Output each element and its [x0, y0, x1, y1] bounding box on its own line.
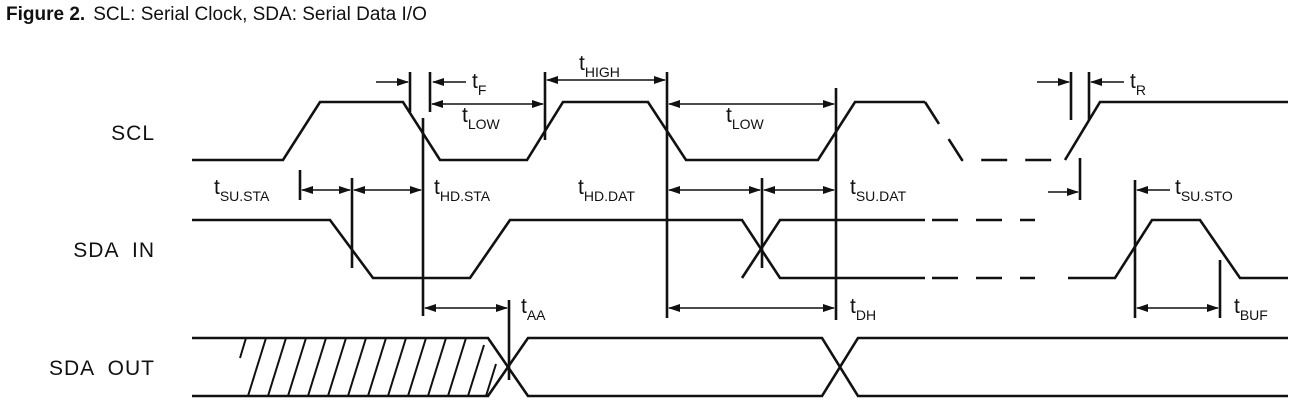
signal-label-sda-out: SDA OUT	[49, 357, 155, 380]
timing-arrows	[301, 76, 1219, 312]
signal-label-sda-in: SDA IN	[73, 239, 155, 262]
label-tdh: tDH	[850, 295, 876, 323]
label-tf: tF	[472, 70, 486, 98]
sda-in-waveform	[192, 218, 1288, 280]
label-tsu-sto: tSU.STO	[1175, 176, 1233, 204]
label-tr: tR	[1130, 70, 1146, 98]
label-thd-dat: tHD.DAT	[578, 176, 635, 204]
label-tsu-dat: tSU.DAT	[850, 176, 907, 204]
label-tlow-2: tLOW	[726, 104, 765, 132]
figure-caption: Figure 2. SCL: Serial Clock, SDA: Serial …	[6, 4, 427, 26]
figure-title: SCL: Serial Clock, SDA: Serial Data I/O	[93, 4, 427, 25]
figure-label: Figure 2.	[6, 4, 86, 25]
sda-out-waveform	[192, 336, 1288, 398]
label-thigh: tHIGH	[579, 52, 620, 80]
label-taa: tAA	[521, 295, 546, 323]
timing-labels: tF tHIGH tR tLOW tLOW tSU.STA tHD.STA tH…	[214, 52, 1268, 323]
timing-reference-lines	[298, 72, 1222, 380]
label-tsu-sta: tSU.STA	[214, 176, 270, 204]
label-thd-sta: tHD.STA	[434, 176, 491, 204]
label-tbuf: tBUF	[1234, 295, 1268, 323]
sda-out-undefined-hatch	[239, 337, 497, 397]
label-tlow-1: tLOW	[462, 104, 501, 132]
signal-label-scl: SCL	[111, 122, 155, 145]
